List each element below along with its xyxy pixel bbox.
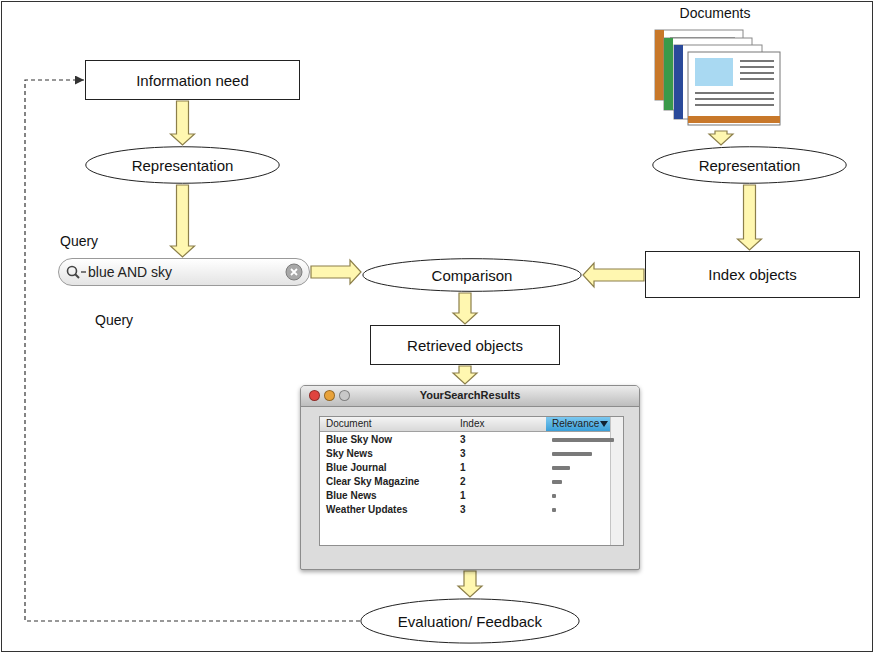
table-cell: Blue Sky Now <box>326 434 392 446</box>
flow-arrow <box>583 263 644 287</box>
node-label: Comparison <box>432 267 513 284</box>
query-text: blue AND sky <box>88 258 172 286</box>
table-cell: 3 <box>460 434 466 446</box>
table-cell: 3 <box>460 504 466 516</box>
node-label: Documents <box>680 5 751 21</box>
flow-arrow <box>171 185 195 257</box>
node-label: Evaluation/ Feedback <box>398 613 542 630</box>
table-cell: Blue Journal <box>326 462 387 474</box>
process-ellipse: Comparison <box>362 258 582 292</box>
relevance-bar <box>552 452 592 456</box>
query-search-box: Queryblue AND sky <box>58 258 310 286</box>
column-header: Index <box>460 418 484 430</box>
node-label: Information need <box>136 72 249 89</box>
column-header: Relevance <box>552 418 599 430</box>
table-cell: Weather Updates <box>326 504 408 516</box>
page <box>688 52 780 125</box>
documents-icon <box>655 30 780 125</box>
process-box: Information need <box>85 60 300 100</box>
process-ellipse: Evaluation/ Feedback <box>360 598 580 644</box>
ellipse-shape <box>86 147 279 183</box>
query-label: Query <box>95 312 133 328</box>
window-button <box>339 390 350 401</box>
flow-arrow <box>171 101 195 145</box>
relevance-bar <box>552 466 570 470</box>
column-header: Document <box>326 418 372 430</box>
process-box: Index objects <box>645 251 860 298</box>
table-cell: 2 <box>460 476 466 488</box>
results-table: DocumentIndexRelevanceBlue Sky Now3Sky N… <box>319 416 624 546</box>
results-window: DocumentIndexRelevanceBlue Sky Now3Sky N… <box>300 385 640 570</box>
node-label: Retrieved objects <box>407 337 523 354</box>
relevance-bar <box>552 438 614 442</box>
sort-indicator <box>600 421 608 427</box>
process-box: Retrieved objects <box>370 325 560 365</box>
flow-arrow <box>311 260 361 284</box>
magnifier-icon <box>64 259 88 285</box>
documents-icon-node: Documents <box>640 5 790 130</box>
flow-arrow <box>453 293 477 324</box>
ellipse-shape <box>361 599 579 643</box>
relevance-bar <box>552 480 562 484</box>
table-cell: Sky News <box>326 448 373 460</box>
query-heading: Query <box>60 233 98 249</box>
ellipse-shape <box>363 259 581 292</box>
scrollbar <box>610 417 623 545</box>
window-title: YourSearchResults <box>301 389 639 401</box>
node-label: Representation <box>699 157 801 174</box>
node-label: Representation <box>132 157 234 174</box>
table-cell: 1 <box>460 462 466 474</box>
process-ellipse: Representation <box>652 146 847 184</box>
flow-arrow <box>458 571 482 597</box>
table-cell: Blue News <box>326 490 377 502</box>
window-button <box>324 390 335 401</box>
ellipse-shape <box>653 147 846 183</box>
relevance-bar <box>552 508 556 512</box>
flow-arrow <box>738 185 762 250</box>
table-cell: 3 <box>460 448 466 460</box>
table-cell: Clear Sky Magazine <box>326 476 419 488</box>
flow-arrow <box>709 131 733 145</box>
relevance-bar <box>552 494 556 498</box>
flow-arrow <box>453 366 477 384</box>
table-cell: 1 <box>460 490 466 502</box>
node-label: Index objects <box>708 266 796 283</box>
window-button <box>309 390 320 401</box>
process-ellipse: Representation <box>85 146 280 184</box>
clear-button <box>285 263 303 281</box>
